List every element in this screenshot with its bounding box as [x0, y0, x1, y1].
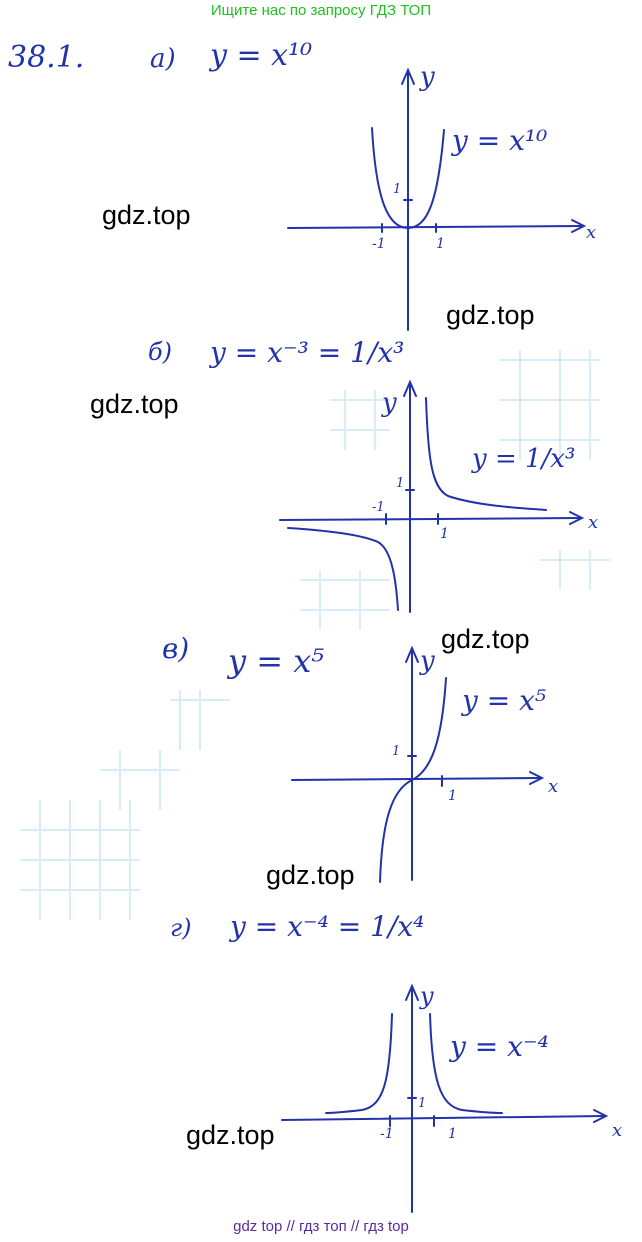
graph-g-tick-one-y: 1	[418, 1096, 427, 1111]
graph-b-tick-one-x: 1	[440, 526, 449, 542]
graph-g-x-label: x	[612, 1120, 623, 1141]
graph-b-x-label: x	[588, 512, 599, 533]
site-header-banner: Ищите нас по запросу ГДЗ ТОП	[210, 2, 432, 19]
graph-a-tick-one-x: 1	[436, 236, 445, 252]
part-a-formula: y = x¹⁰	[210, 38, 313, 73]
graph-v-curve	[379, 677, 447, 883]
graph-b-tick-neg-one: -1	[372, 500, 385, 515]
watermark: gdz.top	[446, 300, 535, 330]
part-a-letter: а)	[150, 44, 176, 74]
graph-g-curve-left	[325, 1013, 393, 1114]
watermark: gdz.top	[102, 200, 191, 230]
graph-g-tick-neg-one: -1	[380, 1126, 394, 1142]
site-footer-links: gdz top // гдз топ // гдз top	[233, 1218, 409, 1235]
part-g-formula: y = x⁻⁴ = 1/x⁴	[230, 910, 425, 943]
graph-b-y-label: y	[382, 388, 397, 418]
part-b-letter: б)	[148, 338, 173, 366]
part-g-letter: г)	[170, 914, 192, 942]
graph-v-x-axis	[291, 777, 541, 781]
graph-v-x-label: x	[548, 776, 559, 797]
graph-a-curve	[371, 127, 445, 230]
graph-g-curve-label: y = x⁻⁴	[450, 1030, 549, 1063]
graph-v-curve-label: y = x⁵	[462, 684, 547, 717]
watermark: gdz.top	[441, 624, 530, 654]
part-v-letter: в)	[162, 632, 190, 665]
graph-g-curve-right	[429, 1013, 503, 1114]
graph-g-tick-one-x: 1	[448, 1126, 457, 1142]
graph-v-tick-one-y: 1	[392, 744, 401, 759]
watermark: gdz.top	[186, 1120, 275, 1150]
graph-a-y-label: y	[420, 62, 435, 92]
graph-a-tick-neg-one: -1	[372, 236, 386, 252]
graph-v-tick-one-x: 1	[448, 788, 457, 804]
graph-b-tick-one-y: 1	[396, 476, 405, 491]
graph-g-x-axis	[281, 1115, 605, 1121]
graph-g-y-label: y	[420, 982, 434, 1010]
graph-a-x-label: x	[586, 222, 597, 243]
graph-v-y-label: y	[420, 646, 435, 676]
part-v-formula: y = x⁵	[228, 642, 325, 680]
graph-b-curve-positive	[425, 397, 547, 511]
graph-b-curve-label: y = 1/x³	[472, 444, 576, 474]
graph-a-tick-one-y: 1	[393, 182, 402, 197]
problem-number: 38.1.	[8, 40, 85, 75]
part-b-formula: y = x⁻³ = 1/x³	[210, 336, 405, 369]
graph-a-curve-label: y = x¹⁰	[452, 124, 548, 157]
watermark: gdz.top	[266, 860, 355, 890]
graph-b-curve-negative	[287, 527, 399, 611]
graph-b-x-axis	[279, 517, 581, 521]
watermark: gdz.top	[90, 389, 179, 419]
